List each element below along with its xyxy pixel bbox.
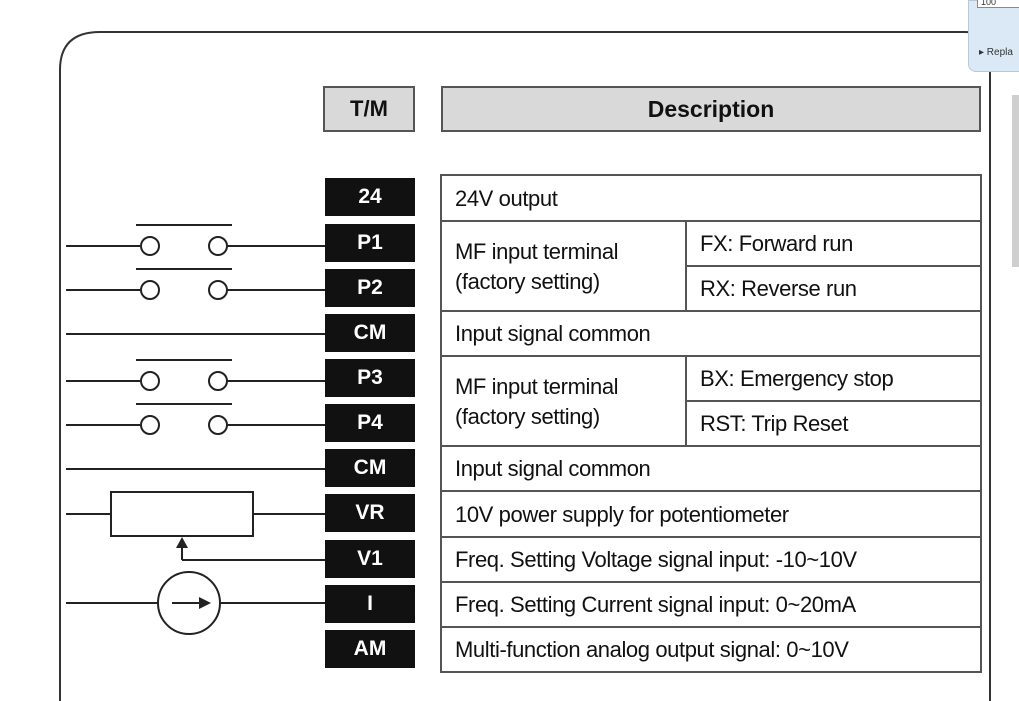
desc-mf-input-2: MF input terminal (factory setting) xyxy=(442,357,686,446)
factory-setting-note-1: (factory setting) xyxy=(455,268,600,294)
wiper-arrow xyxy=(176,537,188,548)
tm-header: T/M xyxy=(323,86,415,132)
mf-input-label-1: MF input terminal xyxy=(455,238,619,264)
mf-input-label-2: MF input terminal xyxy=(455,373,619,399)
switch-p1 xyxy=(66,224,325,256)
current-source xyxy=(66,571,325,635)
terminal-vr: VR xyxy=(325,494,415,532)
terminal-p2: P2 xyxy=(325,269,415,307)
terminal-p1: P1 xyxy=(325,224,415,262)
zoom-input[interactable]: 100 xyxy=(977,0,1019,8)
desc-v1: Freq. Setting Voltage signal input: -10~… xyxy=(455,547,857,572)
desc-24v-output: 24V output xyxy=(455,185,558,211)
desc-am: Multi-function analog output signal: 0~1… xyxy=(455,637,849,662)
terminal-cm-1: CM xyxy=(325,314,415,352)
side-panel xyxy=(968,0,1019,72)
source-arrow xyxy=(199,597,211,609)
terminal-24: 24 xyxy=(325,178,415,216)
desc-cm-1: Input signal common xyxy=(455,321,651,346)
desc-mf-input-1: MF input terminal (factory setting) xyxy=(442,222,686,311)
replay-button[interactable]: ▸ Repla xyxy=(979,47,1013,58)
terminal-i: I xyxy=(325,585,415,623)
description-header: Description xyxy=(441,86,981,132)
desc-rst: RST: Trip Reset xyxy=(700,411,849,436)
description-table-grid xyxy=(440,174,982,673)
desc-fx: FX: Forward run xyxy=(700,231,853,256)
switch-p2 xyxy=(66,268,325,300)
terminal-v1: V1 xyxy=(325,540,415,578)
terminal-p3: P3 xyxy=(325,359,415,397)
potentiometer xyxy=(66,491,325,561)
desc-i: Freq. Setting Current signal input: 0~20… xyxy=(455,592,856,617)
desc-rx: RX: Reverse run xyxy=(700,276,857,301)
terminal-am: AM xyxy=(325,630,415,668)
factory-setting-note-2: (factory setting) xyxy=(455,403,600,429)
terminal-p4: P4 xyxy=(325,404,415,442)
switch-p3 xyxy=(66,359,325,391)
desc-bx: BX: Emergency stop xyxy=(700,366,894,391)
desc-cm-2: Input signal common xyxy=(455,456,651,481)
switch-p4 xyxy=(66,403,325,435)
scrollbar[interactable] xyxy=(1012,95,1019,267)
desc-vr: 10V power supply for potentiometer xyxy=(455,501,789,527)
terminal-cm-2: CM xyxy=(325,449,415,487)
